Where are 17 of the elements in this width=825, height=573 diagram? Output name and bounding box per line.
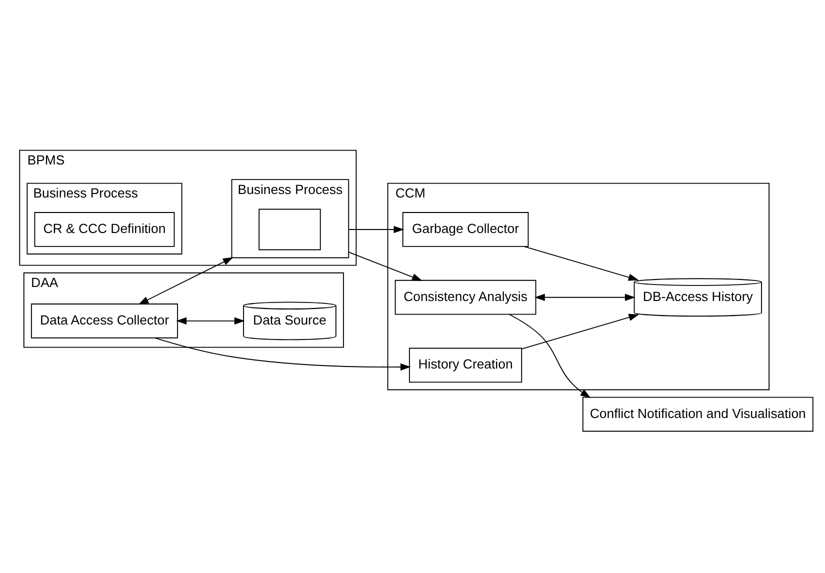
arrow [508, 314, 591, 398]
cluster: Business Process [231, 178, 350, 258]
node-box: History Creation [408, 347, 522, 382]
arrow [176, 316, 245, 324]
arrow [138, 256, 234, 304]
arrow [154, 336, 411, 370]
arrow [521, 313, 640, 349]
arrow [524, 246, 639, 280]
arrow [348, 225, 404, 233]
node-box: Consistency Analysis [394, 279, 536, 314]
node-box: Garbage Collector [402, 212, 529, 246]
node-box: Conflict Notification and Visualisation [582, 396, 814, 432]
node-box: Data Access Collector [30, 303, 178, 338]
node-box [258, 208, 321, 250]
arrow [534, 293, 636, 300]
arrow [348, 251, 422, 280]
node-box: CR & CCC Definition [34, 212, 175, 246]
